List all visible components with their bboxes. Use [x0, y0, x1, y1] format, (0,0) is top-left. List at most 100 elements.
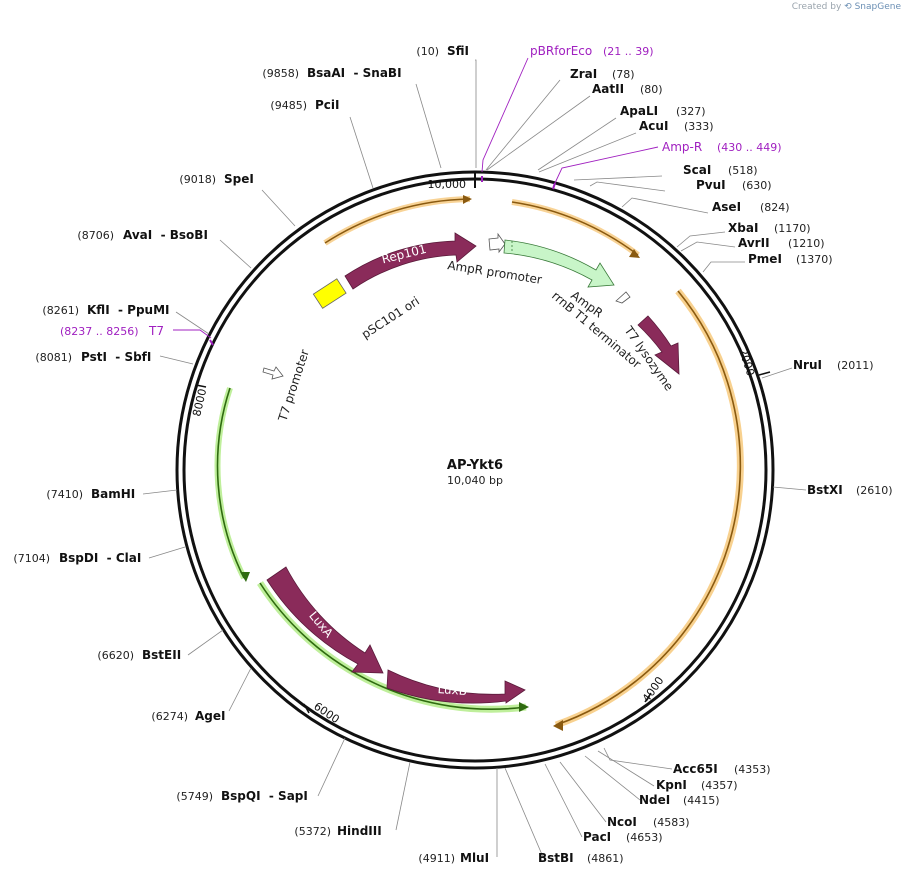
- leader-bsteii: [187, 629, 224, 656]
- feature-shapes: Rep101 LuxA LuxB: [262, 232, 680, 704]
- orange-arc-topleft-glow: [323, 196, 471, 246]
- tick-mark-2000: [758, 371, 771, 376]
- psc101-ori-shape: [312, 278, 347, 309]
- site-avai-name: AvaI - BsoBI: [123, 228, 208, 242]
- leader-ndei: [584, 755, 641, 801]
- leader-pbrforeco: [481, 57, 529, 173]
- ampr-shape: [503, 239, 615, 288]
- leader-bstbi: [504, 767, 544, 858]
- site-acc65i-name: Acc65I: [673, 762, 718, 776]
- leader-bspdi: [148, 546, 186, 559]
- t7-lysozyme-shape: [637, 315, 680, 375]
- site-acui-pos: (333): [684, 120, 714, 133]
- snapgene-credit: Created by ⟲ SnapGene: [792, 2, 901, 12]
- leader-bspqi: [317, 737, 346, 797]
- site-kpni-name: KpnI: [656, 778, 687, 792]
- site-ncoi-pos: (4583): [653, 816, 690, 829]
- site-avrii-name: AvrII: [738, 236, 770, 250]
- site-ncoi-name: NcoI: [607, 815, 637, 829]
- site-bspqi-name: BspQI - SapI: [221, 789, 308, 803]
- site-aatii-name: AatII: [592, 82, 624, 96]
- leader-hindiii: [395, 761, 411, 831]
- orange-arc-topright-head: [629, 249, 640, 258]
- site-xbai-name: XbaI: [728, 221, 758, 235]
- primer-t7-range: (8237 .. 8256): [60, 325, 139, 338]
- leader-acui: [538, 132, 637, 173]
- leader-avrii: [680, 241, 736, 252]
- leader-bstxi: [772, 486, 807, 491]
- site-aatii-pos: (80): [640, 83, 663, 96]
- green-arc-left-glow: [214, 387, 247, 580]
- leader-apali: [537, 117, 617, 171]
- site-apali-name: ApaLI: [620, 104, 658, 118]
- feature-arcs: [214, 195, 744, 731]
- plasmid-length: 10,040 bp: [447, 474, 503, 487]
- tick-mark-6000: [303, 703, 310, 714]
- tick-mark-8000: [195, 384, 207, 388]
- site-bstxi-pos: (2610): [856, 484, 893, 497]
- site-bspqi-pos: (5749): [176, 790, 213, 803]
- site-nrui-pos: (2011): [837, 359, 874, 372]
- luxa-shape: [266, 566, 384, 674]
- site-bstbi-pos: (4861): [587, 852, 624, 865]
- green-arc-left: [216, 387, 245, 579]
- site-avrii-pos: (1210): [788, 237, 825, 250]
- tick-label-10000: 10,000: [428, 178, 467, 191]
- orange-arc-topright: [511, 201, 639, 256]
- site-bsaai-name: BsaAI - SnaBI: [307, 66, 402, 80]
- luxb-label: LuxB: [437, 682, 467, 698]
- leader-agei: [228, 667, 252, 712]
- t7-promoter-label: T7 promoter: [275, 348, 312, 424]
- primer-mark-t7: [209, 339, 214, 346]
- site-bstxi-name: BstXI: [807, 483, 843, 497]
- site-ndei-pos: (4415): [683, 794, 720, 807]
- leader-kpni: [597, 750, 655, 787]
- site-psti-pos: (8081): [35, 351, 72, 364]
- site-pmei-name: PmeI: [748, 252, 782, 266]
- orange-arc-topleft-head: [463, 195, 472, 204]
- site-apali-pos: (327): [676, 105, 706, 118]
- leader-pvui: [589, 181, 666, 192]
- site-kfli-name: KflI - PpuMI: [87, 303, 170, 317]
- green-arc-bottom: [259, 582, 527, 710]
- tick-label-8000: 8000: [190, 387, 209, 417]
- primer-marks: [209, 176, 556, 346]
- site-paci-pos: (4653): [626, 831, 663, 844]
- site-bamhi-name: BamHI: [91, 487, 135, 501]
- site-acui-name: AcuI: [639, 119, 668, 133]
- site-pmei-pos: (1370): [796, 253, 833, 266]
- site-pcii-name: PciI: [315, 98, 340, 112]
- snapgene-logo: ⟲: [844, 2, 852, 12]
- site-zrai-pos: (78): [612, 68, 635, 81]
- credit-prefix: Created by: [791, 2, 842, 12]
- t7-promoter-shape: [262, 366, 284, 380]
- leader-xbai: [676, 231, 726, 248]
- site-scai-pos: (518): [728, 164, 758, 177]
- site-pvui-pos: (630): [742, 179, 772, 192]
- site-bamhi-pos: (7410): [46, 488, 83, 501]
- orange-arc-right-head: [553, 720, 563, 731]
- site-kpni-pos: (4357): [701, 779, 738, 792]
- credit-brand: SnapGene: [854, 2, 901, 12]
- leader-aatii: [486, 95, 591, 171]
- primer-mark-ampr: [552, 182, 556, 190]
- site-agei-name: AgeI: [195, 709, 225, 723]
- leader-ncoi: [559, 761, 607, 823]
- leader-spei: [261, 189, 296, 227]
- rep101-shape: [344, 232, 477, 290]
- green-arc-left-head: [240, 572, 250, 582]
- site-ndei-name: NdeI: [639, 793, 670, 807]
- leader-kfli: [175, 311, 210, 335]
- site-paci-name: PacI: [583, 830, 611, 844]
- site-asei-name: AseI: [712, 200, 741, 214]
- site-sfii-name: SfiI: [447, 44, 469, 58]
- leader-scai: [573, 175, 663, 181]
- leader-avai: [219, 239, 252, 269]
- plasmid-name: AP-Ykt6: [447, 458, 503, 473]
- site-bsteii-pos: (6620): [97, 649, 134, 662]
- primer-t7-name: T7: [148, 324, 164, 338]
- ampr-promoter-shape: [488, 232, 506, 254]
- site-psti-name: PstI - SbfI: [81, 350, 151, 364]
- green-arc-bottom-head: [519, 702, 529, 712]
